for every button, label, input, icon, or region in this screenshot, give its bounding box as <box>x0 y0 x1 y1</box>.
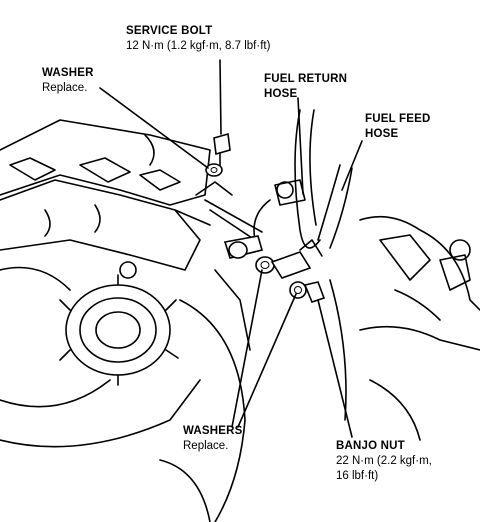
washers-label: WASHERS Replace. <box>183 424 243 454</box>
service-bolt-label: SERVICE BOLT 12 N·m (1.2 kgf·m, 8.7 lbf·… <box>126 24 270 54</box>
banjo-nut-label: BANJO NUT 22 N·m (2.2 kgf·m, 16 lbf·ft) <box>336 439 432 484</box>
intake-manifold <box>0 119 211 271</box>
washer-note: Replace. <box>42 82 88 94</box>
fuel-feed-line1: FUEL FEED <box>365 113 431 125</box>
service-bolt-assembly <box>195 132 233 196</box>
washer-label: WASHER Replace. <box>42 66 94 96</box>
banjo-nut-spec2: 16 lbf·ft) <box>336 470 379 482</box>
leader-lines <box>99 59 363 438</box>
banjo-nut-title: BANJO NUT <box>336 440 405 452</box>
right-engine-parts <box>329 215 480 441</box>
fuel-feed-hose-label: FUEL FEED HOSE <box>365 112 430 142</box>
washers-note: Replace. <box>183 440 229 452</box>
oil-filler-cap <box>0 266 201 448</box>
service-bolt-title: SERVICE BOLT <box>126 25 213 37</box>
fuel-return-line1: FUEL RETURN <box>264 73 348 85</box>
banjo-nut-spec1: 22 N·m (2.2 kgf·m, <box>336 455 432 467</box>
fuel-return-hose-label: FUEL RETURN HOSE <box>264 72 347 102</box>
washer-title: WASHER <box>42 67 94 79</box>
washers-title: WASHERS <box>183 425 243 437</box>
engine-block <box>119 261 251 522</box>
service-bolt-spec: 12 N·m (1.2 kgf·m, 8.7 lbf·ft) <box>126 40 271 52</box>
fuel-feed-line2: HOSE <box>365 128 399 140</box>
fuel-feed-line <box>204 199 326 303</box>
fuel-return-line2: HOSE <box>264 88 298 100</box>
